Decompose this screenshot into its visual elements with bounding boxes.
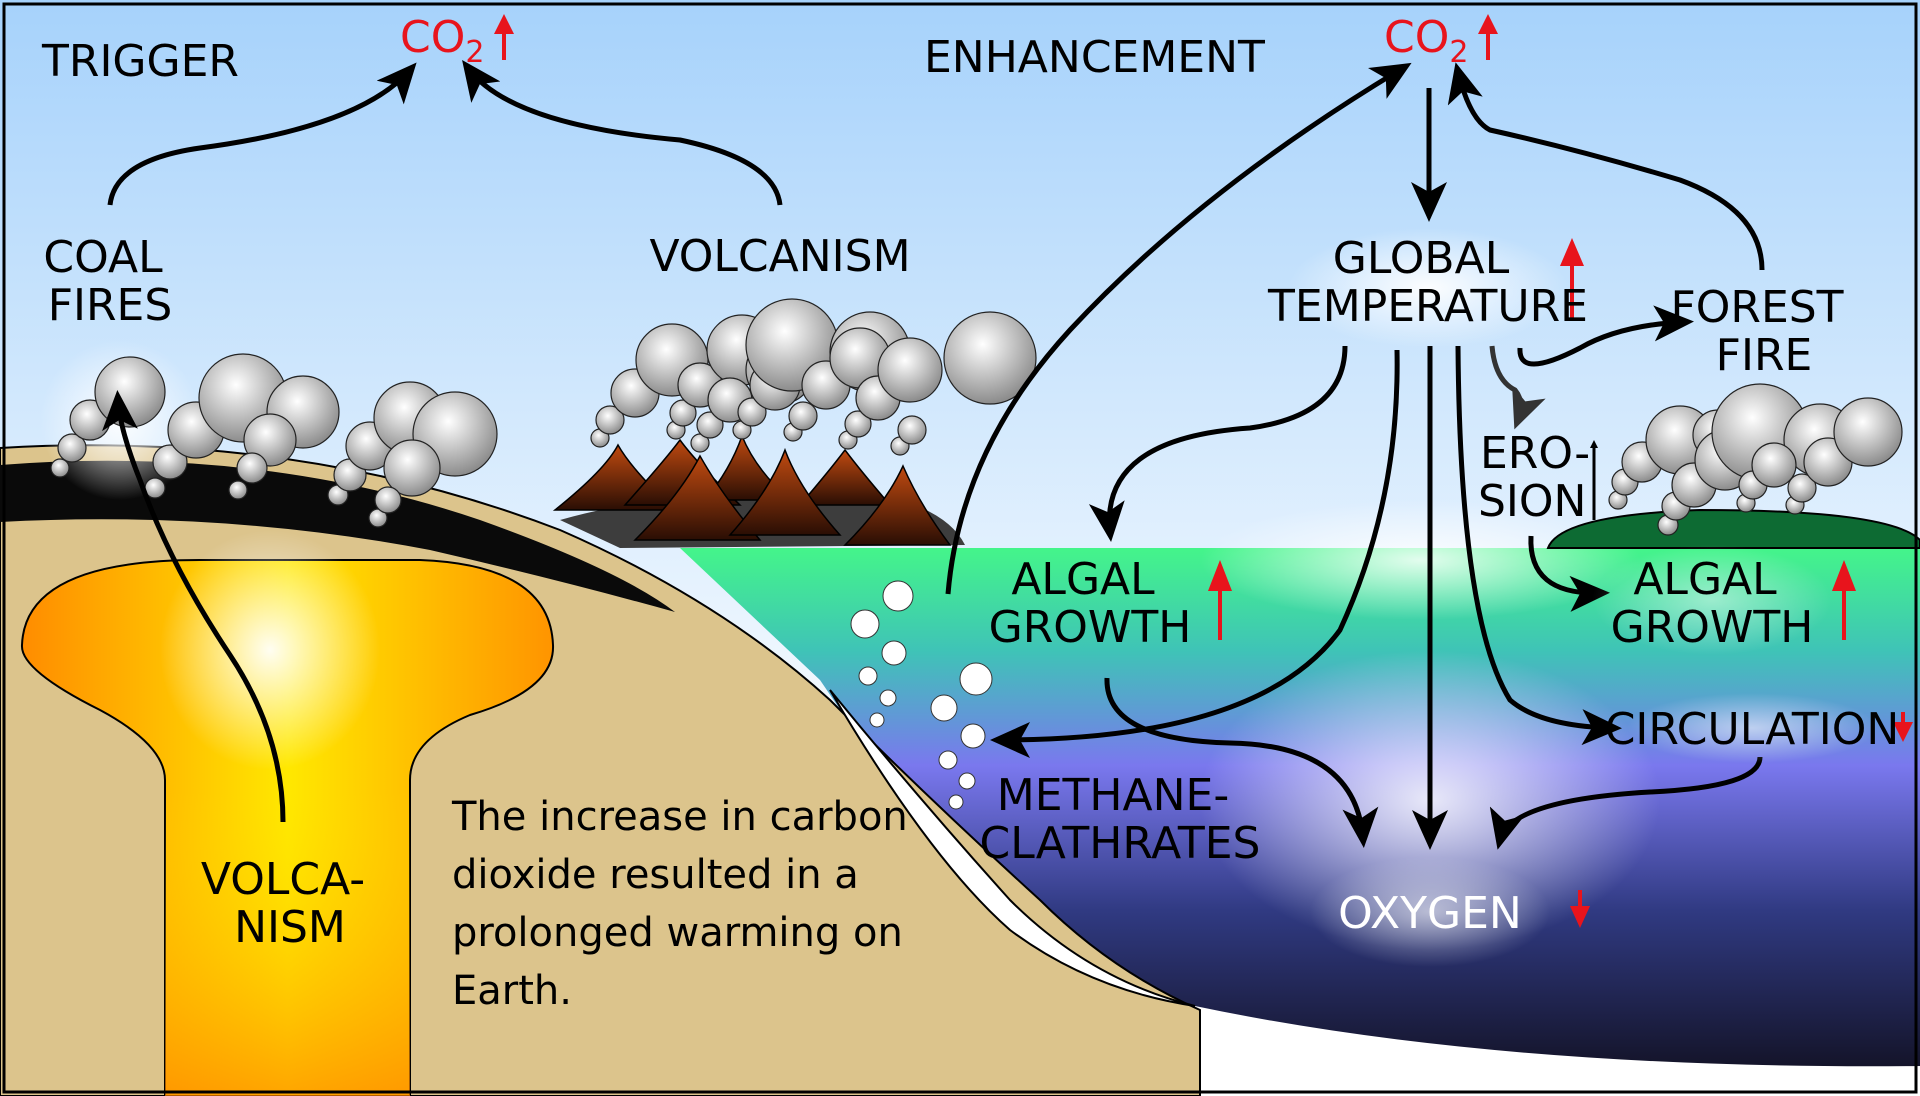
arrow-temp-to-circulation <box>1455 345 1622 746</box>
global-temperature-label: GLOBAL TEMPERATURE <box>1267 233 1588 332</box>
co2-increase-icon <box>1478 14 1498 60</box>
oxygen-decrease-icon <box>1570 890 1590 928</box>
section-enhancement: ENHANCEMENT <box>924 32 1265 83</box>
forest-fire-label: FOREST FIRE <box>1670 282 1857 381</box>
algal-growth-left-label: ALGAL GROWTH <box>989 554 1192 653</box>
volcano-cone <box>728 447 842 536</box>
section-trigger: TRIGGER <box>41 36 239 87</box>
arrow-erosion-to-algae-right <box>1528 535 1610 612</box>
co2-label-enhancement: CO2 <box>1384 12 1468 70</box>
volcanism-label: VOLCANISM <box>649 231 910 282</box>
oxygen-label: OXYGEN <box>1338 888 1522 939</box>
smoke-puffs <box>50 298 1903 536</box>
volcanism-underground-label: VOLCA- NISM <box>201 854 379 953</box>
arrow-algae-to-oxygen <box>1104 677 1379 848</box>
arrow-coal-to-co2 <box>107 62 417 206</box>
circulation-label: CIRCULATION <box>1605 704 1900 755</box>
algal-growth-right-label: ALGAL GROWTH <box>1611 554 1814 653</box>
oxygen-glow <box>1310 857 1550 967</box>
arrow-volcanism-to-co2 <box>462 59 783 206</box>
description-note: The increase in carbon dioxide resulted … <box>451 794 920 1014</box>
arrow-temp-to-algae-left <box>1088 345 1348 542</box>
methane-clathrates-label: METHANE- CLATHRATES <box>980 770 1261 869</box>
magma-stem-glow <box>165 790 410 1096</box>
arrow-circulation-to-oxygen <box>1489 756 1763 850</box>
methane-bubbles <box>850 580 993 810</box>
arrow-temp-to-forest-fire <box>1517 305 1694 367</box>
arrow-ocean-to-co2 <box>945 62 1412 595</box>
volcano-cone <box>843 464 952 546</box>
ocean-glow-top <box>1200 500 1640 620</box>
circulation-decrease-icon <box>1893 712 1913 742</box>
co2-increase-icon <box>494 14 514 60</box>
magma-glow <box>160 530 380 770</box>
algal-growth-increase-icon <box>1832 560 1856 640</box>
co2-label-trigger: CO2 <box>400 12 484 70</box>
volcano-cone <box>798 448 892 506</box>
increase-arrows <box>494 14 1913 928</box>
arrow-temp-to-methane <box>990 349 1400 758</box>
circulation-glow <box>1627 693 1877 763</box>
temperature-glow <box>1288 228 1568 348</box>
coal-fires-label: COAL FIRES <box>43 232 176 331</box>
forest-hill <box>1546 508 1920 549</box>
algae-right-glow <box>1592 545 1832 655</box>
arrow-magma-to-coal <box>102 390 286 823</box>
sediment-layer <box>829 689 1196 1007</box>
coal-seam <box>0 460 675 612</box>
algal-growth-increase-icon <box>1208 560 1232 640</box>
temperature-increase-icon <box>1560 238 1584 320</box>
arrow-temp-to-erosion <box>1489 345 1546 430</box>
arrow-forest-to-co2 <box>1447 62 1765 271</box>
erosion-label: ERO- SION <box>1478 428 1604 527</box>
flow-arrows <box>102 59 1765 850</box>
